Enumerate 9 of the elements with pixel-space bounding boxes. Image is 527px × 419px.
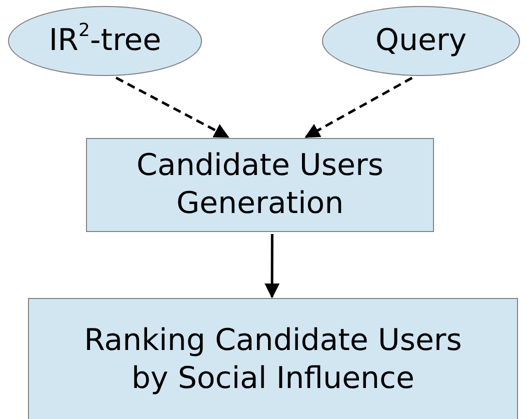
- process-box: [28, 298, 518, 419]
- node-label: Ranking Candidate Users by Social Influence: [83, 322, 463, 398]
- node-label: IR$^{2}$-tree: [48, 22, 162, 60]
- arrow: [264, 234, 280, 298]
- arrow: [115, 76, 230, 138]
- node-label: Query: [375, 22, 467, 60]
- arrow: [304, 76, 413, 138]
- node-label: Candidate Users Generation: [136, 147, 384, 223]
- process-box: [86, 138, 434, 232]
